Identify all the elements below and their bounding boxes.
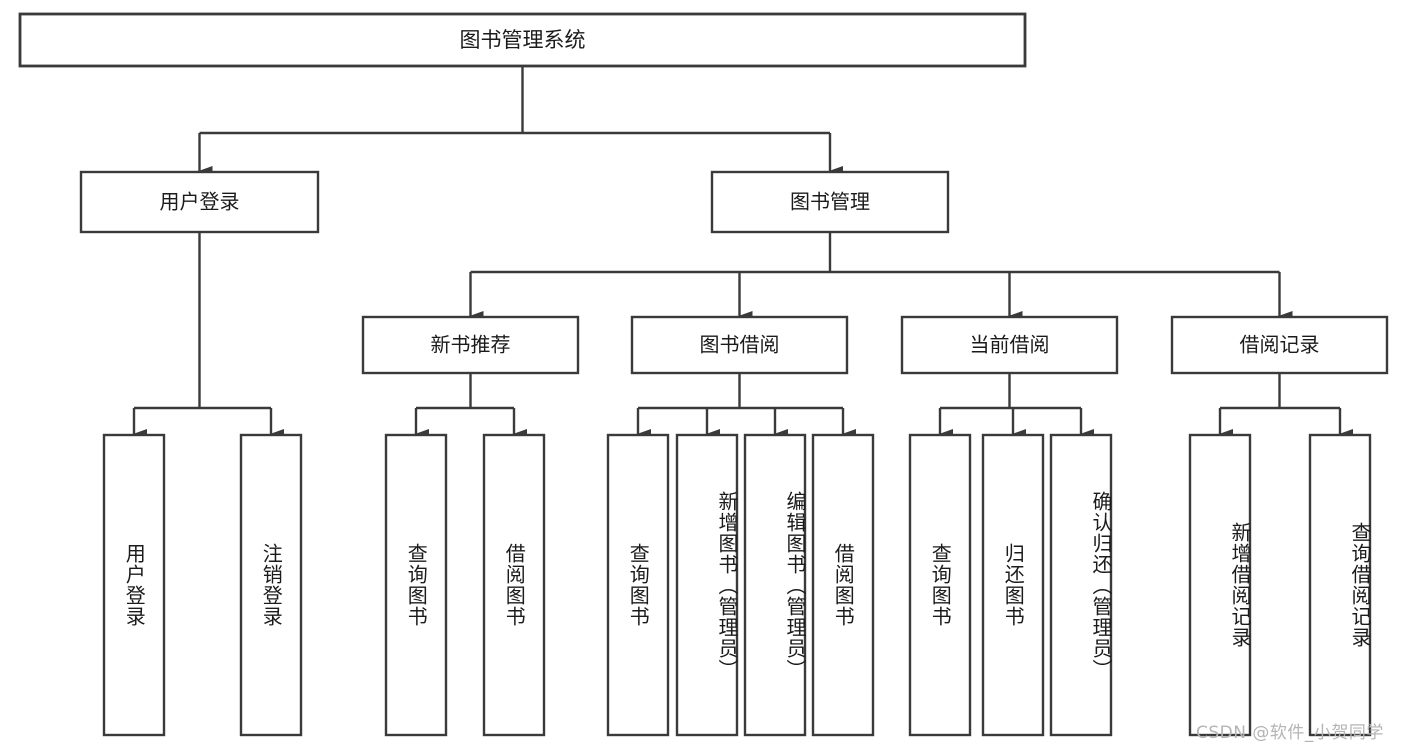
node-box-layer (18, 12, 1389, 737)
node-box-leaf-edit-book (743, 433, 807, 737)
node-box-leaf-query-record (1308, 433, 1372, 737)
node-box-leaf-add-record (1188, 433, 1252, 737)
node-box-leaf-return-book (981, 433, 1045, 737)
node-box-current-borrow (900, 315, 1119, 375)
node-label-root: 图书管理系统 (460, 28, 586, 52)
node-box-leaf-add-book (675, 433, 739, 737)
node-label-current-borrow: 当前借阅 (970, 333, 1050, 357)
node-box-leaf-query-book-3 (908, 433, 972, 737)
node-box-leaf-borrow-book-1 (482, 433, 546, 737)
node-box-leaf-user-login (102, 433, 166, 737)
node-label-borrow-record: 借阅记录 (1240, 333, 1320, 357)
node-box-user-login (79, 170, 320, 234)
node-label-book-manage: 图书管理 (790, 190, 870, 214)
node-box-book-borrow (630, 315, 849, 375)
node-label-new-book-recommend: 新书推荐 (431, 333, 511, 357)
node-box-leaf-query-book-2 (606, 433, 670, 737)
node-box-borrow-record (1170, 315, 1389, 375)
node-label-book-borrow: 图书借阅 (700, 333, 780, 357)
node-box-book-manage (710, 170, 950, 234)
node-box-new-book-recommend (361, 315, 580, 375)
node-label-user-login: 用户登录 (160, 190, 240, 214)
connector-layer (132, 66, 1353, 439)
node-box-leaf-logout (239, 433, 303, 737)
node-box-leaf-query-book-1 (384, 433, 448, 737)
node-box-leaf-borrow-book-2 (811, 433, 875, 737)
csdn-watermark: CSDN @软件_小贺同学 (1196, 723, 1384, 743)
node-box-root (18, 12, 1027, 68)
node-box-leaf-confirm-return (1049, 433, 1113, 737)
